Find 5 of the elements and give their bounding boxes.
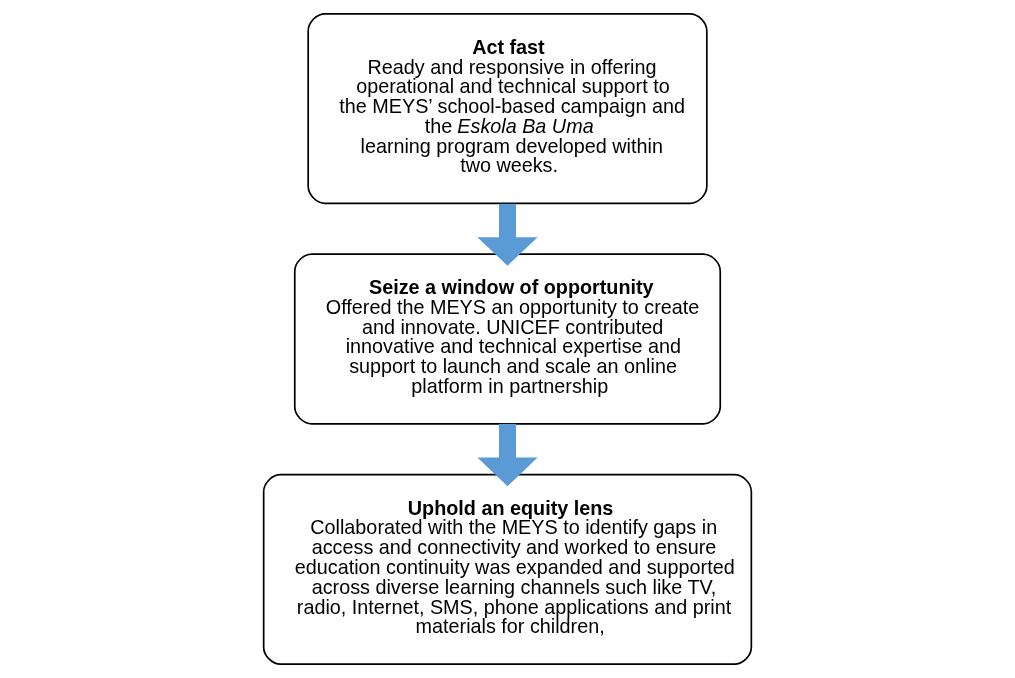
node-box: Seize a window of opportunity Offered the MEYS an opportunity to create and innovate. UNICEF contributed innovative and technical expertise and support to launch and scale an online platform in partnership bbox=[293, 253, 722, 425]
arrow bbox=[477, 203, 538, 266]
node-box: Act fast Ready and responsive in offering operational and technical support to the MEYS’ school-based campaign and the Eskola Ba Uma learning program developed within two weeks. bbox=[307, 13, 708, 205]
arrow bbox=[477, 423, 538, 487]
node-box: Uphold an equity lens Collaborated with the MEYS to identify gaps in access and connectivity and worked to ensure education continuity was expanded and supported across diverse learning channels such like TV, radio, Internet, SMS, phone applications and print materials for children, bbox=[262, 473, 753, 665]
